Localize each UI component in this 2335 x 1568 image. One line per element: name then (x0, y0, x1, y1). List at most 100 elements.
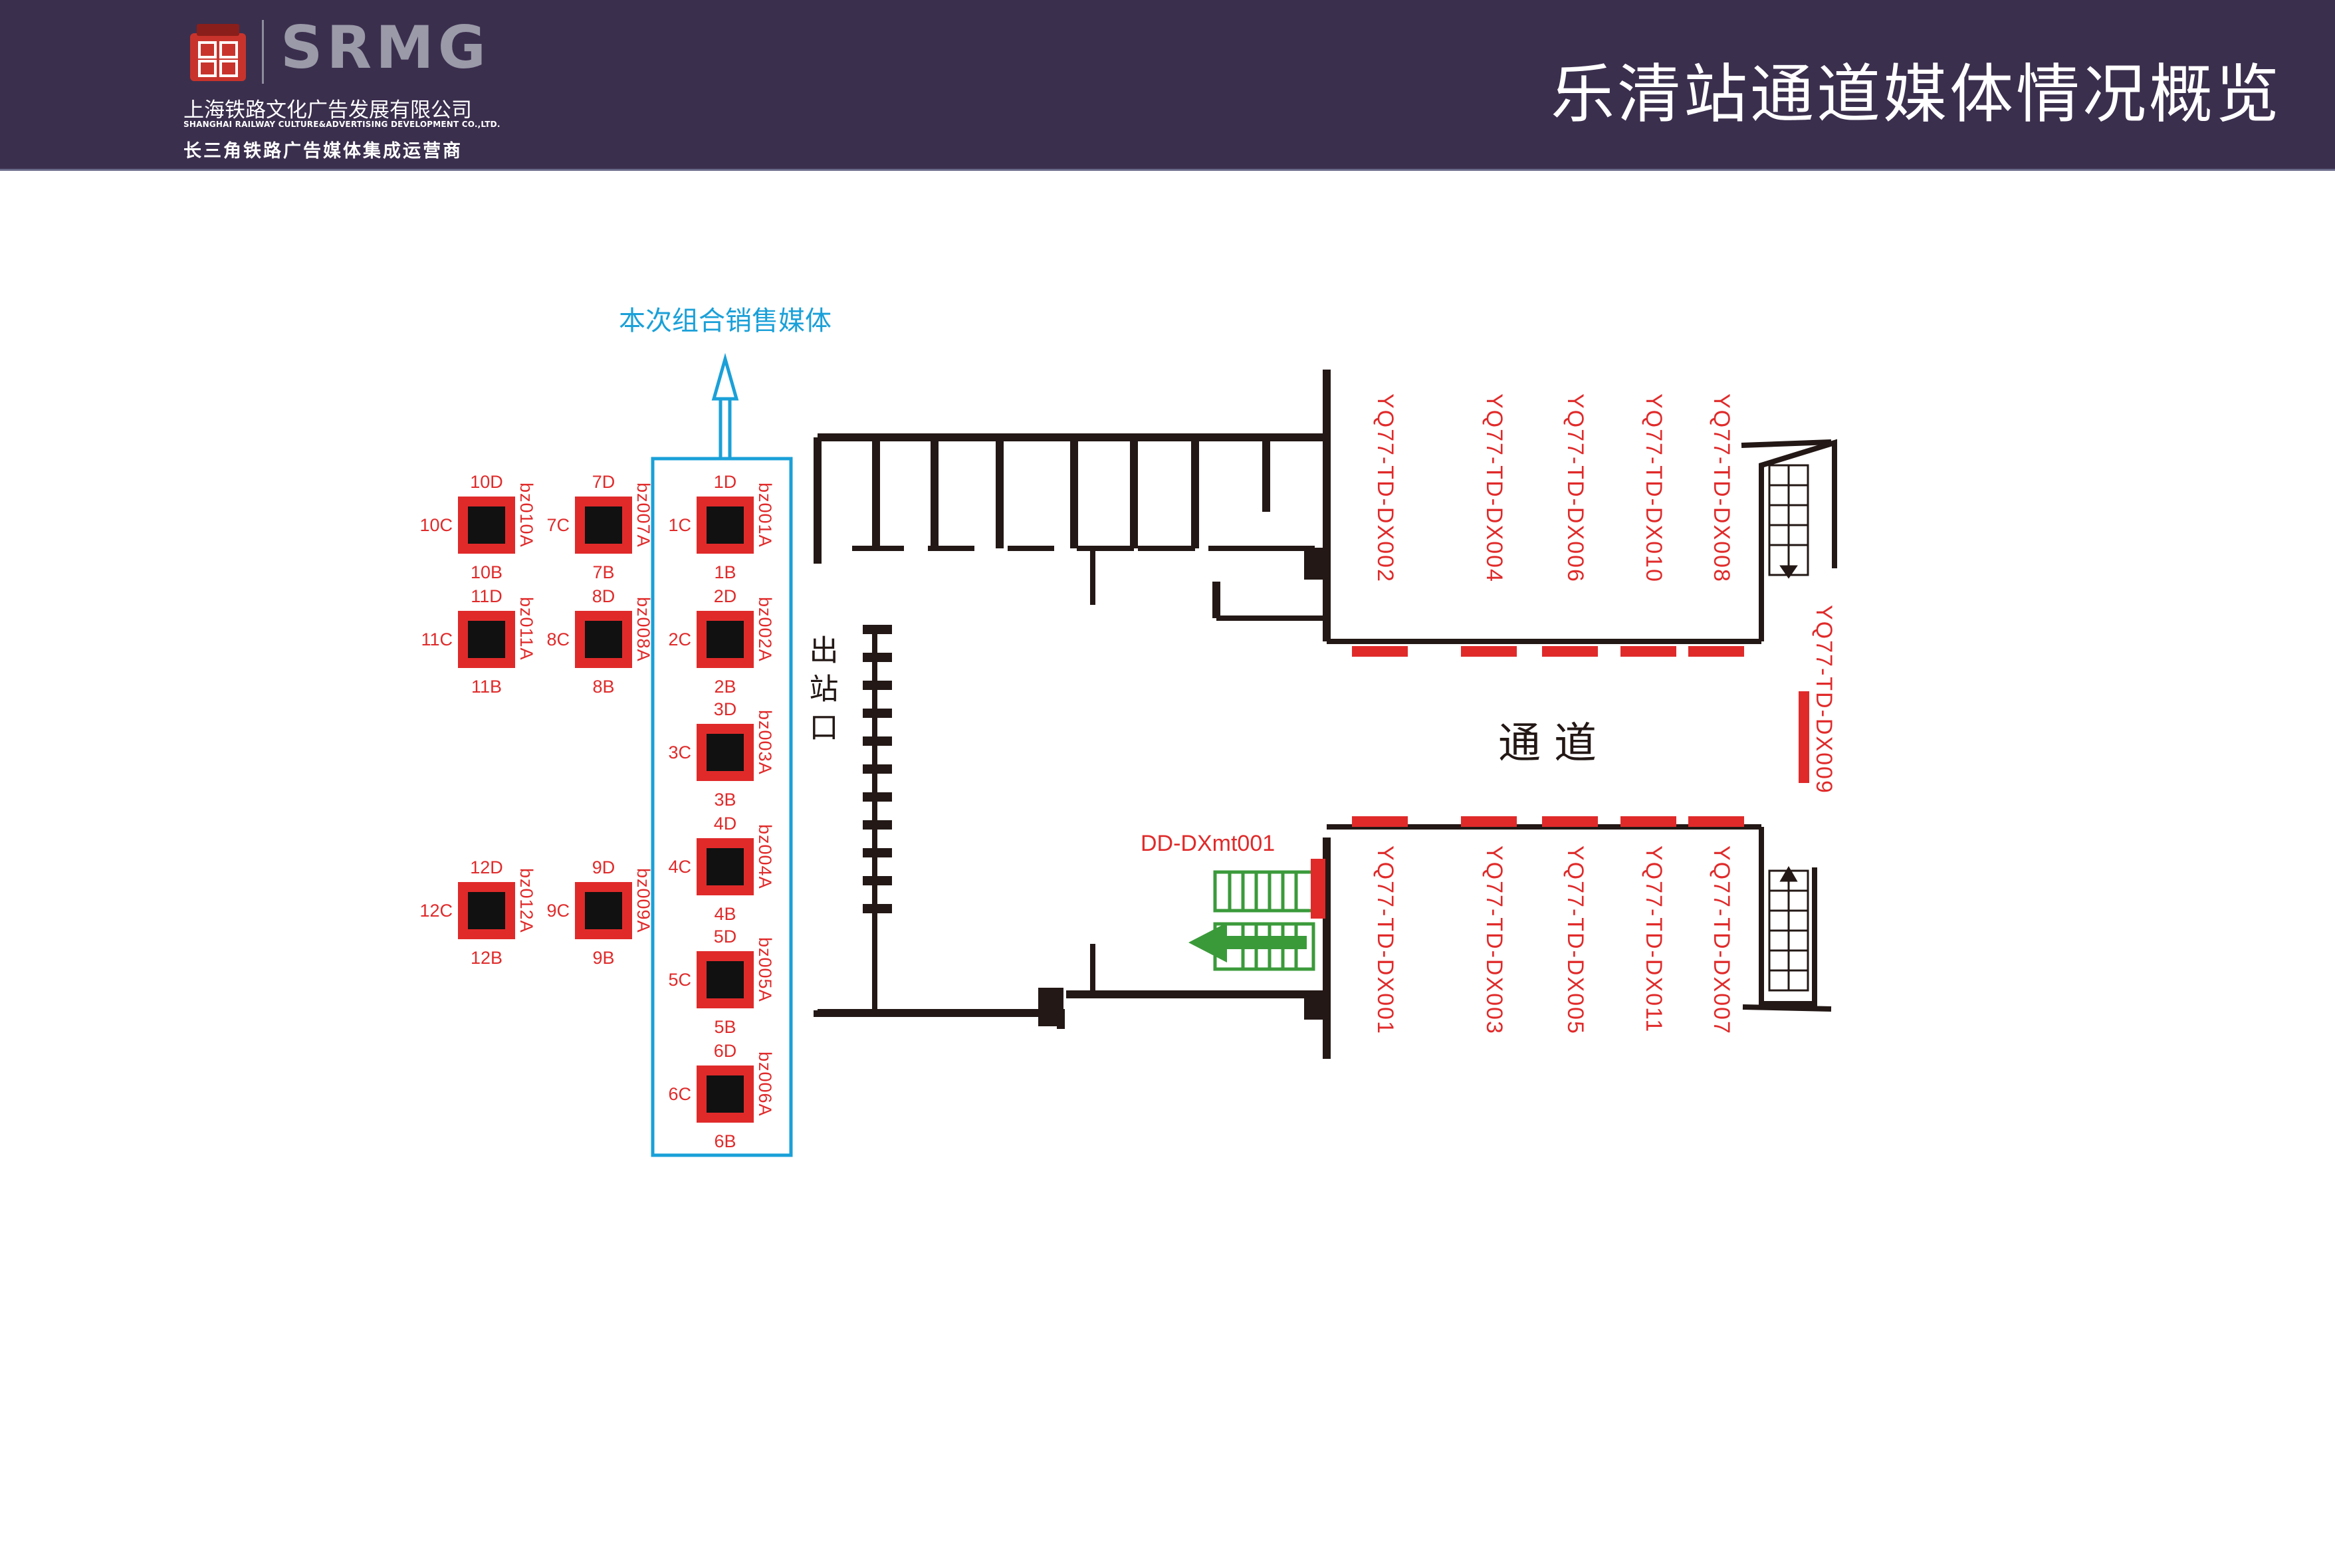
pillar-face-d-label: 8D (592, 586, 615, 606)
company-slogan: 长三角铁路广告媒体集成运营商 (183, 141, 463, 162)
pillar-group: 8D 8B 8C bz008A (546, 586, 653, 697)
corridor-media-bar (1461, 816, 1517, 827)
corridor-bottom-media-label: YQ77-TD-DX005 (1563, 845, 1588, 1035)
header-bar: SRMG 上海铁路文化广告发展有限公司 SHANGHAI RAILWAY CUL… (0, 0, 2335, 171)
pillar-face-d-label: 12D (470, 857, 503, 877)
pillar-core (707, 961, 744, 998)
pillar-group: 7D 7B 7C bz007A (546, 472, 653, 582)
station-walls (814, 370, 1331, 1059)
pillar-face-b-label: 10B (471, 562, 502, 582)
arrow-left-icon (1188, 923, 1307, 962)
pillar-code-label: bz008A (633, 597, 653, 662)
pillar-core (585, 506, 622, 544)
pillar-group: 6D 6B 6C bz006A (668, 1041, 775, 1151)
corridor-label: 通道 (1498, 719, 1610, 768)
pillar-face-d-label: 9D (592, 857, 615, 877)
pillar-code-label: bz006A (755, 1052, 775, 1117)
pillar-face-b-label: 3B (714, 790, 736, 810)
pillar-core (707, 848, 744, 885)
pillar-code-label: bz003A (755, 710, 775, 775)
pillar-core (707, 1075, 744, 1113)
pillar-face-d-label: 1D (714, 472, 737, 492)
pillar-core (707, 621, 744, 658)
pillar-face-c-label: 1C (668, 515, 691, 535)
corridor-media-bar (1620, 816, 1676, 827)
pillar-face-b-label: 7B (592, 562, 614, 582)
pillar-face-b-label: 8B (592, 677, 614, 697)
pillar-core (468, 506, 505, 544)
corridor-bottom-media-label: YQ77-TD-DX007 (1709, 845, 1734, 1035)
pillar-face-d-label: 5D (714, 927, 737, 947)
pillar-face-b-label: 6B (714, 1131, 736, 1151)
pillar-core (585, 621, 622, 658)
corridor-end-media-label: YQ77-TD-DX009 (1811, 605, 1836, 794)
company-seal-icon (190, 24, 246, 81)
exit-turnstiles (863, 625, 892, 913)
staircase-bottom (1768, 866, 1809, 992)
corridor-bottom-media-label: YQ77-TD-DX001 (1373, 845, 1398, 1035)
escalator-sign-media (1311, 859, 1325, 919)
pillar-face-c-label: 3C (668, 742, 691, 762)
pillar-core (707, 734, 744, 771)
corridor-media-bar (1688, 816, 1744, 827)
pillar-face-d-label: 2D (714, 586, 737, 606)
corridor-media-bar (1620, 646, 1676, 657)
pillar-face-c-label: 9C (546, 901, 570, 921)
pillar-code-label: bz007A (633, 483, 653, 548)
pillar-group: 12D 12B 12C bz012A (419, 857, 536, 968)
pillar-code-label: bz010A (516, 483, 536, 548)
corridor-top-media-label: YQ77-TD-DX008 (1709, 393, 1734, 583)
pillar-face-b-label: 5B (714, 1017, 736, 1037)
escalator-sign-label: DD-DXmt001 (1141, 831, 1275, 856)
pillar-face-c-label: 7C (546, 515, 570, 535)
green-escalator (1213, 870, 1315, 971)
pillar-core (707, 506, 744, 544)
pillar-core (468, 621, 505, 658)
pillar-face-c-label: 6C (668, 1084, 691, 1104)
pillar-face-c-label: 2C (668, 629, 691, 649)
page-title: 乐清站通道媒体情况概览 (1551, 57, 2282, 132)
pillar-code-label: bz001A (755, 483, 775, 548)
pillar-code-label: bz011A (516, 597, 536, 661)
corridor-bottom-media-label: YQ77-TD-DX011 (1641, 845, 1666, 1033)
corridor-media-bar (1352, 646, 1408, 657)
arrow-up-icon (711, 352, 739, 459)
company-name-en: SHANGHAI RAILWAY CULTURE&ADVERTISING DEV… (183, 120, 500, 129)
pillar-face-b-label: 9B (592, 948, 614, 968)
pillar-group: 1D 1B 1C bz001A (668, 472, 775, 582)
pillar-face-c-label: 4C (668, 857, 691, 877)
corridor-top-media-label: YQ77-TD-DX006 (1563, 393, 1588, 583)
corridor-media-bar (1542, 646, 1598, 657)
pillar-code-label: bz005A (755, 937, 775, 1002)
pillar-face-c-label: 11C (421, 629, 453, 649)
logo-wordmark: SRMG (280, 13, 490, 82)
corridor-end-media-bar (1799, 691, 1809, 783)
pillar-face-b-label: 12B (471, 948, 502, 968)
pillar-code-label: bz012A (516, 868, 536, 933)
corridor-media-bar (1461, 646, 1517, 657)
pillar-core (468, 892, 505, 929)
corridor-top-media-label: YQ77-TD-DX010 (1641, 393, 1666, 583)
pillar-face-c-label: 8C (546, 629, 570, 649)
combo-label: 本次组合销售媒体 (619, 306, 832, 336)
corridor-media-bar (1542, 816, 1598, 827)
pillar-core (585, 892, 622, 929)
pillar-face-c-label: 10C (419, 515, 453, 535)
pillar-face-c-label: 12C (419, 901, 453, 921)
pillar-code-label: bz009A (633, 868, 653, 933)
pillar-face-d-label: 4D (714, 814, 737, 834)
pillar-face-d-label: 6D (714, 1041, 737, 1061)
pillar-face-b-label: 1B (714, 562, 736, 582)
pillar-code-label: bz004A (755, 824, 775, 889)
pillar-face-d-label: 7D (592, 472, 615, 492)
corridor-top-media-label: YQ77-TD-DX004 (1482, 393, 1507, 583)
corridor-top-media-label: YQ77-TD-DX002 (1373, 393, 1398, 583)
pillar-face-b-label: 2B (714, 677, 736, 697)
